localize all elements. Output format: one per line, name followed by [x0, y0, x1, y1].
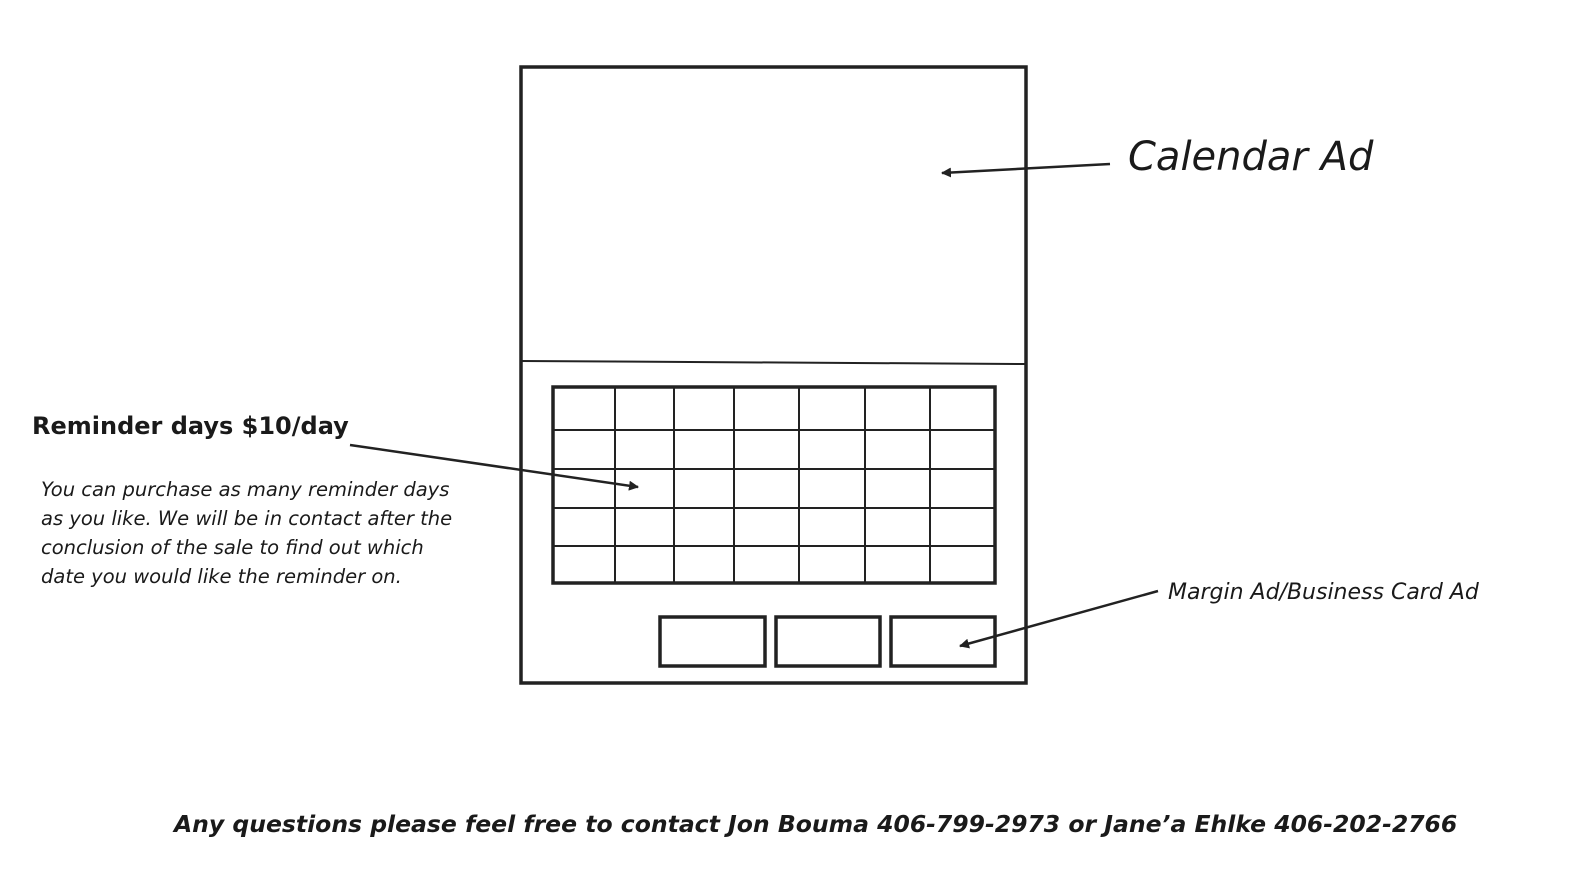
- margin-ad-arrow: [959, 589, 1159, 649]
- reminder-days-description: You can purchase as many reminder days a…: [41, 478, 453, 588]
- calendar-ad-divider: [520, 360, 1027, 365]
- calendar-grid: [551, 385, 997, 585]
- margin-ad-boxes: [658, 615, 997, 668]
- reminder-arrow: [349, 443, 639, 491]
- margin-ad-box: [658, 615, 767, 668]
- contact-info: Any questions please feel free to contac…: [174, 810, 1458, 838]
- calendar-ad-label: Calendar Ad: [1128, 134, 1374, 180]
- reminder-days-heading: Reminder days $10/day: [32, 412, 349, 440]
- calendar-ad-arrow: [941, 162, 1111, 178]
- page-frame: [519, 65, 1028, 685]
- margin-ad-label: Margin Ad/Business Card Ad: [1168, 580, 1479, 605]
- margin-ad-box: [774, 615, 882, 668]
- calendar-grid-border: [551, 385, 997, 585]
- margin-ad-box: [889, 615, 997, 668]
